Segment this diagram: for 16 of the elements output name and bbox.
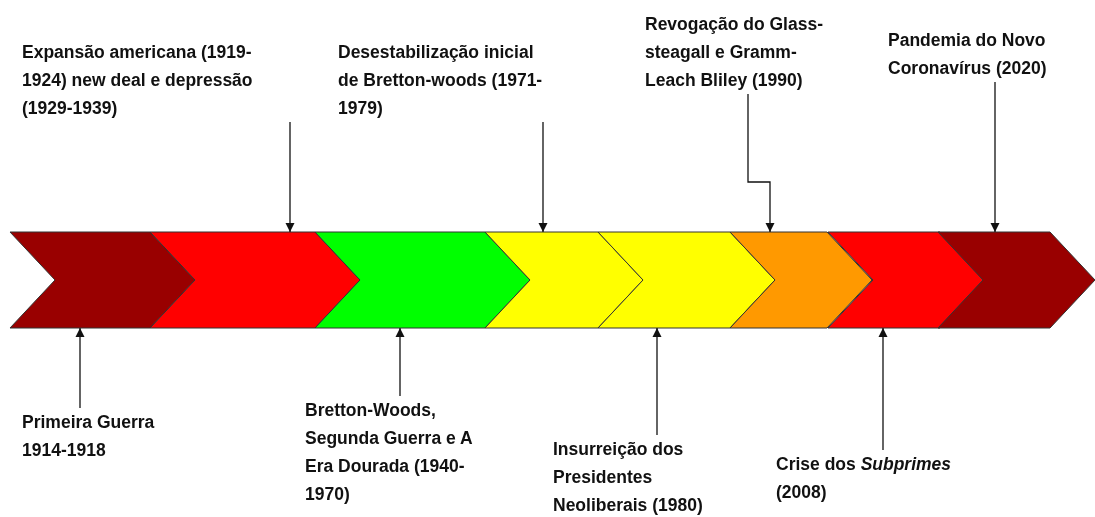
- leader-arrow: [652, 327, 662, 436]
- event-label: Desestabilização inicial de Bretton-woods (1971-1979): [338, 38, 553, 122]
- event-label: Revogação do Glass-steagall e Gramm-Leach Bliley (1990): [645, 10, 825, 94]
- leader-arrow: [285, 121, 295, 233]
- event-label: Crise dos Subprimes (2008): [776, 450, 976, 506]
- event-label: Insurreição dos Presidentes Neoliberais (1980): [553, 435, 743, 517]
- leader-arrow: [990, 81, 1000, 233]
- event-label: Pandemia do Novo Coronavírus (2020): [888, 26, 1088, 82]
- leader-arrow: [747, 93, 775, 233]
- leader-arrow: [878, 327, 888, 451]
- event-label: Bretton-Woods, Segunda Guerra e A Era Dourada (1940-1970): [305, 396, 490, 508]
- leader-arrow: [538, 121, 548, 233]
- event-label: Primeira Guerra 1914-1918: [22, 408, 172, 464]
- leader-arrow: [395, 327, 405, 397]
- event-label: Expansão americana (1919-1924) new deal e depressão (1929-1939): [22, 38, 294, 122]
- leader-arrow: [75, 327, 85, 409]
